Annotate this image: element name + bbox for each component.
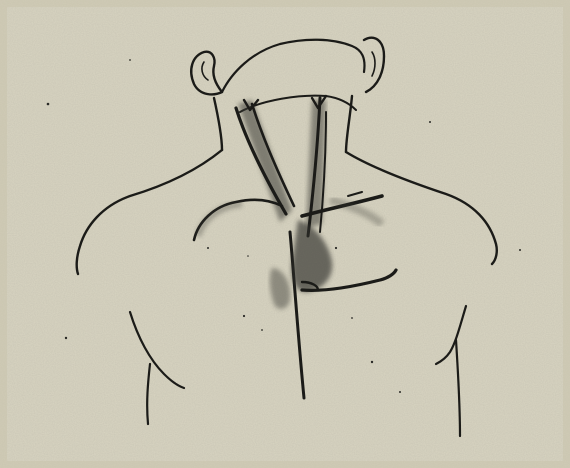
sketch-sheet <box>0 0 570 468</box>
anatomical-sketch <box>0 0 570 468</box>
